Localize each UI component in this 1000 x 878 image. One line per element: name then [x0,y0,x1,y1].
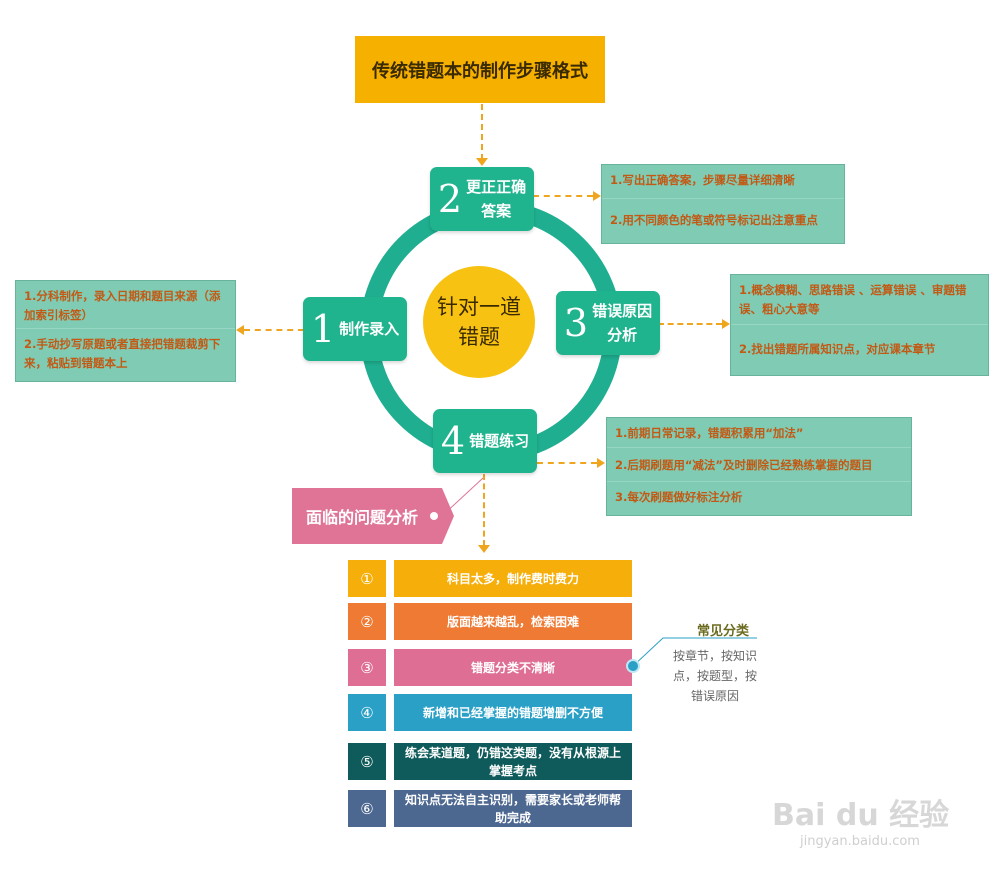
note-item: 2.找出错题所属知识点，对应课本章节 [739,342,936,356]
arrow-head-icon [476,158,488,166]
issue-row: ④ 新增和已经掌握的错题增删不方便 [348,694,632,731]
connector-step1-notes [244,329,304,331]
step-3-box: 3 错误原因 分析 [556,291,660,355]
arrow-head-icon [722,319,730,329]
step-1-box: 1 制作录入 [303,297,407,361]
note-item: 2.用不同颜色的笔或符号标记出注意重点 [610,213,818,227]
notes-step-4: 1.前期日常记录，错题积累用“加法” 2.后期刷题用“减法”及时删除已经熟练掌握… [606,417,912,516]
connector-step4-notes [537,462,597,464]
note-item: 1.概念模糊、思路错误 、运算错误 、审题错误、粗心大意等 [731,275,988,325]
arrow-head-icon [236,325,244,335]
step-3-label-line1: 错误原因 [592,302,653,320]
tag-hole-icon [430,512,438,520]
step-2-label-line1: 更正正确 [466,178,527,196]
step-1-label: 制作录入 [339,320,400,338]
issue-number: ② [348,603,386,640]
issue-text: 新增和已经掌握的错题增删不方便 [394,694,632,731]
issue-text: 科目太多，制作费时费力 [394,560,632,597]
step-3-label-line2: 分析 [607,326,638,344]
notes-step-2: 1.写出正确答案，步骤尽量详细清晰 2.用不同颜色的笔或符号标记出注意重点 [601,164,845,244]
step-3-number: 3 [563,301,589,345]
callout-connector [626,637,757,673]
common-classification-title: 常见分类 [697,624,750,639]
issue-row: ⑤ 练会某道题，仍错这类题，没有从根源上掌握考点 [348,743,632,780]
notes-step-1: 1.分科制作，录入日期和题目来源（添加索引标签） 2.手动抄写原题或者直接把错题… [15,280,236,382]
issue-text: 练会某道题，仍错这类题，没有从根源上掌握考点 [394,743,632,780]
title-box: 传统错题本的制作步骤格式 [355,36,605,103]
analysis-text: 面临的问题分析 [306,508,419,527]
issue-text: 错题分类不清晰 [394,649,632,686]
arrow-head-icon [593,191,601,201]
common-classification-text: 按章节，按知识点，按题型，按错误原因 [672,649,757,703]
issue-number: ⑥ [348,790,386,827]
issue-text: 版面越来越乱，检索困难 [394,603,632,640]
connector-step3-notes [658,323,722,325]
issue-number: ④ [348,694,386,731]
note-item: 2.手动抄写原题或者直接把错题裁剪下来，粘贴到错题本上 [24,337,221,370]
arrow-head-icon [478,545,490,553]
issue-row: ① 科目太多，制作费时费力 [348,560,632,597]
notes-step-3: 1.概念模糊、思路错误 、运算错误 、审题错误、粗心大意等 2.找出错题所属知识… [730,274,989,376]
issue-row: ③ 错题分类不清晰 [348,649,632,686]
center-circle: 针对一道 错题 [423,266,535,378]
analysis-connector-line [441,477,484,517]
issue-number: ③ [348,649,386,686]
center-line1: 针对一道 [437,295,521,319]
issue-number: ① [348,560,386,597]
connector-step4-issues [483,474,485,546]
note-item: 1.前期日常记录，错题积累用“加法” [607,418,911,448]
note-item: 2.后期刷题用“减法”及时删除已经熟练掌握的题目 [607,448,911,482]
connector-title-step2 [481,104,483,160]
note-item: 1.写出正确答案，步骤尽量详细清晰 [602,165,844,199]
step-4-box: 4 错题练习 [433,409,537,473]
issue-row: ⑥ 知识点无法自主识别，需要家长或老师帮助完成 [348,790,632,827]
step-4-label: 错题练习 [469,432,530,450]
watermark-brand: Bai du 经验 [772,798,950,833]
connector-step2-notes [533,195,593,197]
arrow-head-icon [597,458,605,468]
center-line2: 错题 [458,325,500,349]
note-item: 1.分科制作，录入日期和题目来源（添加索引标签） [16,281,235,329]
tag-point-icon [442,488,454,544]
step-2-label-line2: 答案 [481,202,512,220]
step-2-box: 2 更正正确 答案 [430,167,534,231]
title-text: 传统错题本的制作步骤格式 [372,60,588,82]
note-item: 3.每次刷题做好标注分析 [615,490,743,504]
problem-analysis-label: 面临的问题分析 [292,488,442,544]
watermark-url: jingyan.baidu.com [800,834,920,849]
step-4-number: 4 [440,419,466,463]
issue-row: ② 版面越来越乱，检索困难 [348,603,632,640]
step-2-number: 2 [437,177,463,221]
step-1-number: 1 [310,307,336,351]
issue-number: ⑤ [348,743,386,780]
issue-text: 知识点无法自主识别，需要家长或老师帮助完成 [394,790,632,827]
